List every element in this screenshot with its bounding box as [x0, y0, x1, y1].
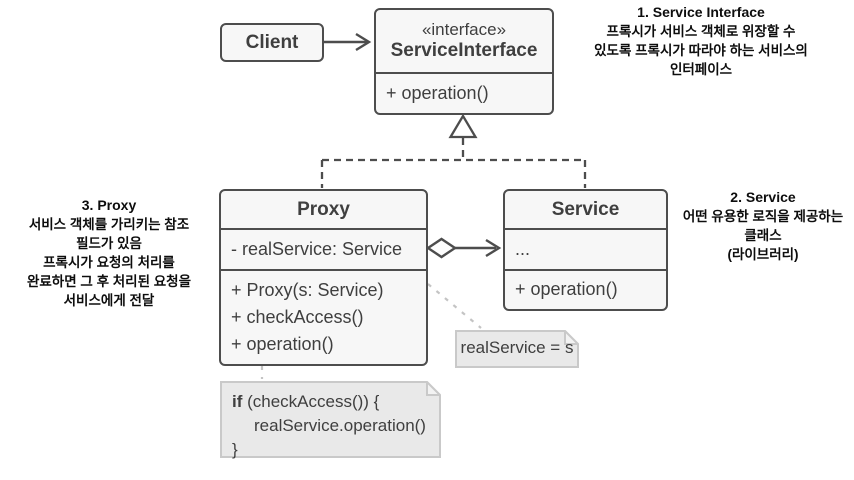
annotation-line: 프록시가 요청의 처리를: [43, 255, 175, 270]
annotation-line: 있도록 프록시가 따라야 하는 서비스의: [594, 43, 808, 58]
annotation-heading: 1. Service Interface: [637, 4, 765, 20]
note-real-service-assignment: realService = s: [455, 330, 579, 368]
note-text: realService = s: [460, 338, 574, 357]
association-client-serviceinterface: [324, 32, 372, 52]
realization-arrow: [320, 113, 587, 188]
note-shape: [220, 381, 441, 458]
annotation-heading: 2. Service: [730, 189, 796, 205]
annotation-line: 필드가 있음: [76, 236, 142, 251]
class-service-interface: «interface» ServiceInterface + operation…: [374, 8, 554, 115]
aggregation-proxy-service: [425, 237, 502, 259]
class-service-interface-stereotype: «interface»: [421, 20, 507, 39]
annotation-line: 어떤 유용한 로직을 제공하는: [682, 209, 844, 224]
note-code: if (checkAccess()) { realService.operati…: [220, 381, 441, 462]
code-line-2: realService.operation(): [254, 416, 426, 435]
class-proxy-name: Proxy: [297, 198, 350, 220]
code-line-1: if (checkAccess()) {: [232, 392, 380, 411]
class-proxy: Proxy - realService: Service + Proxy(s: …: [219, 189, 428, 366]
code-line-3: }: [232, 440, 238, 459]
class-service-name: Service: [551, 198, 620, 220]
annotation-line: 서비스에게 전달: [63, 293, 155, 308]
method-check-access: + checkAccess(): [231, 306, 364, 327]
annotation-line: 완료하면 그 후 처리된 요청을: [26, 274, 192, 289]
annotation-proxy: 3. Proxy 서비스 객체를 가리키는 참조 필드가 있음 프록시가 요청의…: [3, 196, 215, 310]
annotation-line: 프록시가 서비스 객체로 위장할 수: [606, 24, 796, 39]
annotation-heading: 3. Proxy: [81, 197, 137, 213]
annotation-line: 클래스: [744, 228, 782, 243]
annotation-line: 인터페이스: [669, 62, 733, 77]
method-operation: + operation(): [515, 279, 618, 299]
method-operation: + operation(): [231, 333, 334, 354]
class-service-interface-name: ServiceInterface: [390, 40, 538, 61]
annotation-service: 2. Service 어떤 유용한 로직을 제공하는 클래스 (라이브러리): [672, 188, 854, 264]
annotation-line: 서비스 객체를 가리키는 참조: [28, 217, 190, 232]
class-client-name: Client: [245, 31, 299, 53]
method-operation: + operation(): [386, 82, 489, 103]
annotation-line: (라이브러리): [727, 247, 799, 262]
annotation-service-interface: 1. Service Interface 프록시가 서비스 객체로 위장할 수 …: [556, 3, 846, 79]
note-shape: [455, 330, 579, 368]
field-real-service: - realService: Service: [231, 239, 403, 259]
note-check-access-code: if (checkAccess()) { realService.operati…: [220, 381, 441, 459]
class-service: Service ... + operation(): [503, 189, 668, 311]
field-ellipsis: ...: [515, 239, 531, 259]
class-client: Client: [220, 23, 324, 62]
method-proxy-ctor: + Proxy(s: Service): [231, 279, 384, 300]
